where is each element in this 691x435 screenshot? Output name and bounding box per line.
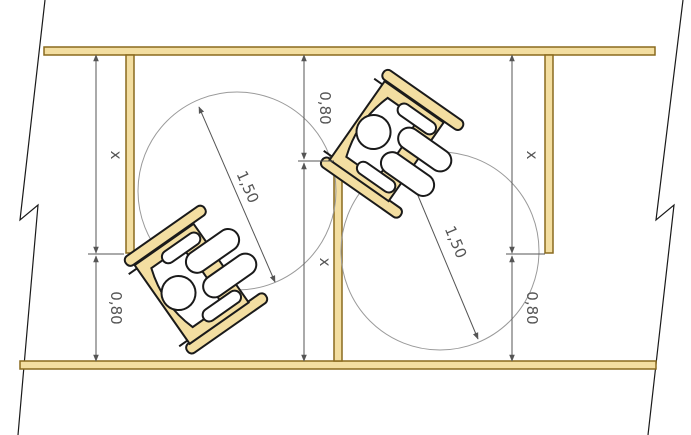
left-break-line <box>17 0 46 435</box>
label-x-center: x <box>316 258 334 267</box>
partition-center <box>333 162 343 362</box>
label-080-left: 0,80 <box>107 291 125 324</box>
wheelchair-left-icon <box>118 195 280 359</box>
partition-left <box>125 54 135 254</box>
label-080-center: 0,80 <box>316 91 334 124</box>
label-x-left: x <box>107 151 125 160</box>
top-wall <box>43 46 656 56</box>
label-150-left: 1,50 <box>233 168 263 206</box>
label-080-right: 0,80 <box>523 291 541 324</box>
bottom-wall <box>19 360 657 370</box>
diameter-line-left <box>198 106 276 283</box>
label-x-right: x <box>523 151 541 160</box>
label-150-right: 1,50 <box>441 223 471 261</box>
right-break-line <box>647 0 684 435</box>
partition-right <box>544 54 554 254</box>
